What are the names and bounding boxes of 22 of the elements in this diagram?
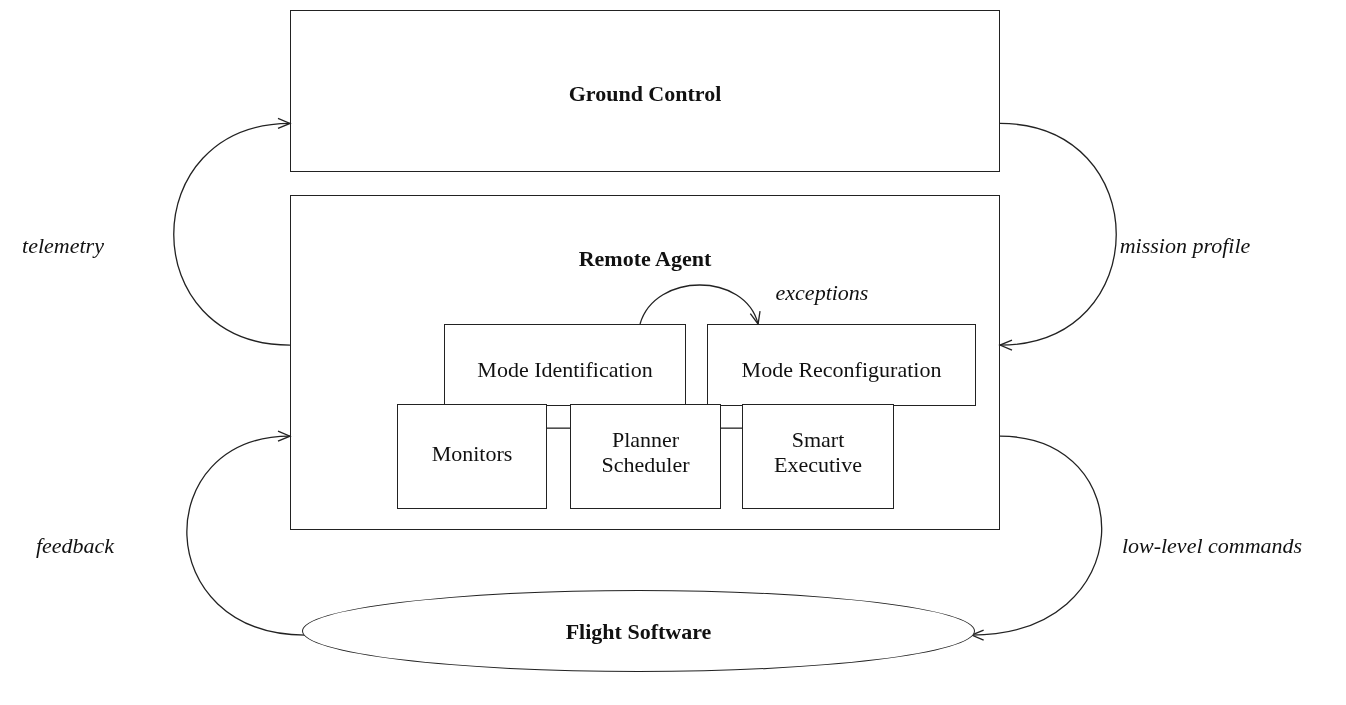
- node-label: Mode Reconfiguration: [740, 357, 943, 383]
- curved-arrow: [971, 435, 1103, 640]
- module-box: [707, 324, 976, 406]
- node-label: Mode Identification: [476, 357, 654, 383]
- component-box: [290, 10, 1000, 172]
- module-box: [444, 324, 686, 406]
- module-box: [397, 404, 547, 509]
- module-box: [742, 404, 894, 509]
- connector-line: [720, 427, 743, 429]
- node-label: Remote Agent: [577, 246, 713, 272]
- connector-line: [546, 427, 571, 429]
- node-label: Flight Software: [564, 619, 713, 645]
- module-box: [570, 404, 721, 509]
- curved-arrow: [186, 432, 306, 636]
- curved-arrow: [639, 284, 759, 325]
- component-box: [290, 195, 1000, 530]
- node-label: Ground Control: [567, 81, 723, 107]
- node-label: Planner Scheduler: [600, 427, 691, 478]
- node-label: Smart Executive: [773, 427, 863, 478]
- curved-arrow: [999, 122, 1117, 350]
- node-label: Monitors: [430, 441, 514, 467]
- curved-arrow: [173, 119, 291, 346]
